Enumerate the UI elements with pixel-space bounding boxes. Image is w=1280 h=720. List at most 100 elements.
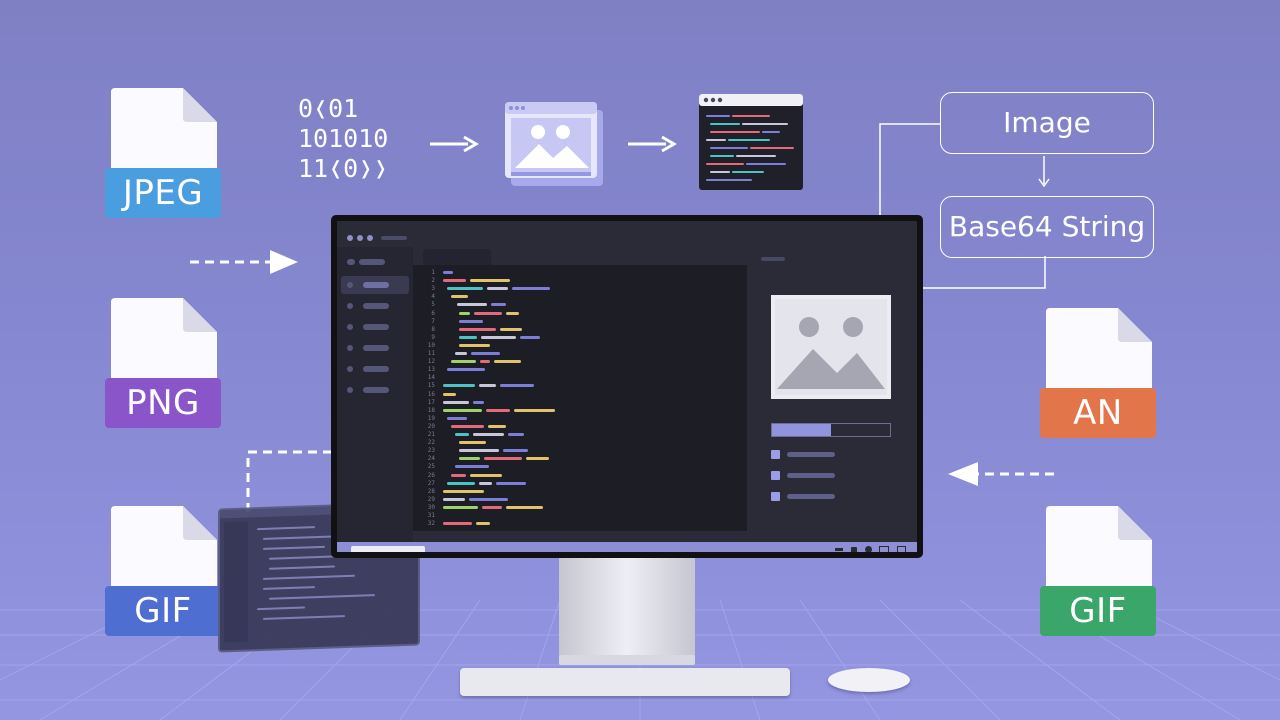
status-icon[interactable] (879, 546, 889, 552)
code-token (506, 505, 543, 509)
monitor-stand (559, 558, 695, 662)
code-token (471, 352, 500, 355)
gif-file-icon: GIF (105, 506, 221, 636)
code-token (476, 522, 490, 526)
image-preview-icon (771, 295, 891, 399)
sidebar-item[interactable] (347, 345, 353, 351)
sidebar-item[interactable] (363, 324, 389, 330)
file-type-badge: JPEG (105, 168, 221, 218)
line-number: 19 (427, 414, 435, 422)
line-number: 5 (431, 301, 435, 309)
sidebar-item[interactable] (347, 387, 353, 393)
sidebar-item[interactable] (347, 303, 353, 309)
code-token (500, 384, 534, 388)
option-label (787, 494, 835, 499)
line-number: 16 (427, 390, 435, 398)
status-icon[interactable] (851, 547, 857, 552)
code-token (443, 279, 466, 283)
window-dot (357, 235, 363, 241)
code-token (443, 400, 469, 404)
code-token (503, 449, 528, 453)
sidebar-item[interactable] (363, 303, 389, 309)
image-icon (505, 102, 603, 186)
code-token (500, 327, 522, 331)
line-number: 1 (431, 269, 435, 276)
code-token (443, 384, 475, 388)
line-number: 30 (427, 503, 435, 511)
sidebar-item[interactable] (363, 345, 389, 351)
code-token (473, 400, 484, 404)
code-token (494, 360, 521, 364)
code-token (484, 457, 522, 461)
line-number: 28 (427, 487, 435, 495)
checkbox[interactable] (771, 492, 780, 501)
sidebar-item[interactable] (363, 282, 389, 288)
progress-fill (772, 424, 831, 436)
binary-line: 0❬01 (298, 94, 359, 123)
line-number: 31 (427, 512, 435, 519)
code-token (459, 449, 499, 453)
sidebar-item[interactable] (363, 387, 389, 393)
status-icon[interactable] (897, 546, 906, 552)
window-dot (367, 235, 373, 241)
status-icon[interactable] (865, 546, 872, 552)
png-file-icon: PNG (105, 298, 221, 428)
code-token (526, 457, 549, 461)
code-token (451, 424, 484, 428)
base64-step-label: Base64 String (948, 210, 1146, 243)
editor-tab[interactable] (423, 249, 491, 265)
monitor-stand-base (559, 655, 695, 665)
code-token (455, 465, 489, 469)
code-token (470, 279, 510, 283)
line-number: 25 (427, 463, 435, 471)
code-token (482, 505, 502, 509)
sidebar-item[interactable] (347, 324, 353, 330)
code-token (487, 287, 508, 291)
sidebar (337, 247, 413, 542)
code-token (443, 505, 478, 509)
base64-step-box: Base64 String (940, 196, 1154, 258)
code-token (459, 457, 480, 461)
status-bar (337, 542, 917, 552)
line-number: 13 (427, 366, 435, 374)
code-token (514, 408, 555, 412)
window-dot (347, 235, 353, 241)
checkbox[interactable] (771, 450, 780, 459)
sidebar-item[interactable] (347, 259, 355, 265)
code-token (481, 335, 516, 339)
code-token (469, 497, 508, 501)
line-number: 29 (427, 495, 435, 503)
code-token (459, 343, 490, 347)
sidebar-item[interactable] (363, 366, 389, 372)
code-token (451, 295, 468, 299)
code-token (459, 335, 477, 339)
code-token (457, 303, 487, 307)
line-number: 22 (427, 439, 435, 447)
file-type-badge: GIF (1040, 586, 1156, 636)
status-icon[interactable] (835, 548, 843, 551)
code-token (443, 489, 484, 493)
code-token (443, 497, 465, 501)
sidebar-item[interactable] (347, 282, 353, 288)
sidebar-item[interactable] (359, 259, 385, 265)
line-number: 10 (427, 341, 435, 349)
code-token (455, 433, 469, 436)
sidebar-item[interactable] (347, 366, 353, 372)
code-token (447, 368, 485, 372)
code-token (447, 481, 475, 485)
checkbox[interactable] (771, 471, 780, 480)
image-step-label: Image (1003, 106, 1091, 139)
option-label (787, 452, 835, 457)
code-token (480, 360, 490, 364)
line-number: 17 (427, 398, 435, 406)
code-token (473, 433, 504, 436)
line-number: 11 (427, 350, 435, 357)
progress-bar (771, 423, 891, 437)
code-token (486, 408, 510, 412)
line-number: 27 (427, 479, 435, 487)
line-number: 12 (427, 358, 435, 366)
line-number: 18 (427, 406, 435, 414)
code-token (474, 311, 502, 315)
